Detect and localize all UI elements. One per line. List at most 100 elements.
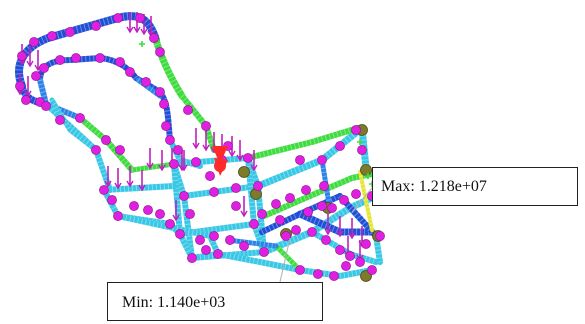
load-arrowhead-18 (202, 144, 210, 152)
node-16 (71, 53, 81, 63)
node-84 (375, 231, 385, 241)
fixture-tick-1 (139, 41, 145, 47)
node-35 (113, 211, 123, 221)
beam-seg-7 (78, 115, 135, 172)
node-69 (271, 199, 281, 209)
load-arrowhead-29 (348, 232, 356, 240)
label-leader-lines (279, 187, 373, 283)
node-68 (257, 209, 267, 219)
node-75 (329, 271, 339, 281)
load-arrowhead-25 (172, 214, 180, 222)
beam-seg-33 (217, 251, 373, 280)
node-78 (367, 265, 377, 275)
node-65 (339, 195, 349, 205)
node-7 (149, 33, 159, 43)
beam-23 (245, 125, 361, 161)
load-arrowhead-24 (250, 164, 258, 172)
load-arrowhead-0 (126, 26, 134, 34)
max-leader-line (351, 187, 373, 213)
node-76 (341, 261, 351, 271)
node-81 (335, 245, 345, 255)
node-54 (249, 219, 259, 229)
beam-36 (225, 237, 279, 249)
load-arrowhead-17 (192, 142, 200, 150)
node-2 (47, 31, 57, 41)
node-27 (159, 99, 169, 109)
red-node (214, 160, 226, 172)
node-4 (91, 21, 101, 31)
node-91 (205, 171, 215, 181)
load-arrowhead-14 (114, 182, 122, 190)
node-77 (355, 257, 365, 267)
node-87 (335, 141, 345, 151)
fixture-5 (360, 164, 372, 176)
node-62 (303, 207, 313, 217)
node-60 (281, 231, 291, 241)
node-33 (99, 185, 109, 195)
frame-nodes (15, 13, 385, 281)
load-arrowhead-7 (16, 88, 24, 96)
node-18 (115, 57, 125, 67)
node-38 (155, 209, 165, 219)
node-55 (259, 247, 269, 257)
beam-32 (358, 170, 374, 232)
beam-10 (49, 97, 99, 153)
load-arrowhead-16 (138, 184, 146, 192)
load-arrowhead-23 (180, 164, 188, 172)
node-74 (313, 269, 323, 279)
node-82 (345, 251, 355, 261)
node-80 (321, 235, 331, 245)
beam-seg-36 (227, 237, 277, 249)
node-30 (173, 145, 183, 155)
beam-seg-35 (274, 244, 302, 272)
load-arrowhead-10 (158, 164, 166, 172)
node-57 (213, 249, 223, 259)
beam-seg-15 (181, 195, 195, 259)
node-10 (21, 95, 31, 105)
node-6 (135, 13, 145, 23)
beam-seg-29 (319, 159, 333, 211)
node-51 (201, 245, 211, 255)
node-83 (361, 239, 371, 249)
node-44 (243, 153, 253, 163)
min-leader-line (279, 237, 291, 283)
node-42 (191, 157, 201, 167)
node-46 (209, 187, 219, 197)
beam-21 (129, 161, 177, 173)
load-arrowhead-13 (104, 180, 112, 188)
node-52 (209, 231, 219, 241)
node-63 (317, 201, 327, 211)
node-48 (253, 181, 263, 191)
beam-seg-6 (43, 101, 113, 191)
node-12 (41, 101, 51, 111)
node-92 (231, 201, 241, 211)
beam-seg-1 (152, 38, 185, 98)
node-47 (231, 183, 241, 193)
node-56 (239, 241, 249, 251)
node-79 (307, 227, 317, 237)
node-25 (101, 135, 111, 145)
node-17 (95, 53, 105, 63)
node-89 (357, 145, 367, 155)
beam-15 (181, 193, 195, 261)
node-1 (29, 37, 39, 47)
node-13 (31, 71, 41, 81)
node-58 (187, 253, 197, 263)
fixture-tick-4 (365, 173, 371, 179)
node-59 (275, 215, 285, 225)
load-arrowhead-4 (18, 58, 26, 66)
load-arrowhead-27 (324, 228, 332, 236)
node-5 (113, 13, 123, 23)
load-arrowhead-28 (336, 230, 344, 238)
fixture-arrow-icon (212, 146, 228, 176)
node-49 (185, 209, 195, 219)
node-28 (161, 121, 171, 131)
min-value-text: Min: 1.140e+03 (122, 294, 226, 311)
load-arrowhead-5 (26, 60, 34, 68)
node-70 (285, 193, 295, 203)
node-73 (295, 265, 305, 275)
node-0 (17, 51, 27, 61)
node-32 (201, 121, 211, 131)
beam-35 (273, 243, 303, 273)
